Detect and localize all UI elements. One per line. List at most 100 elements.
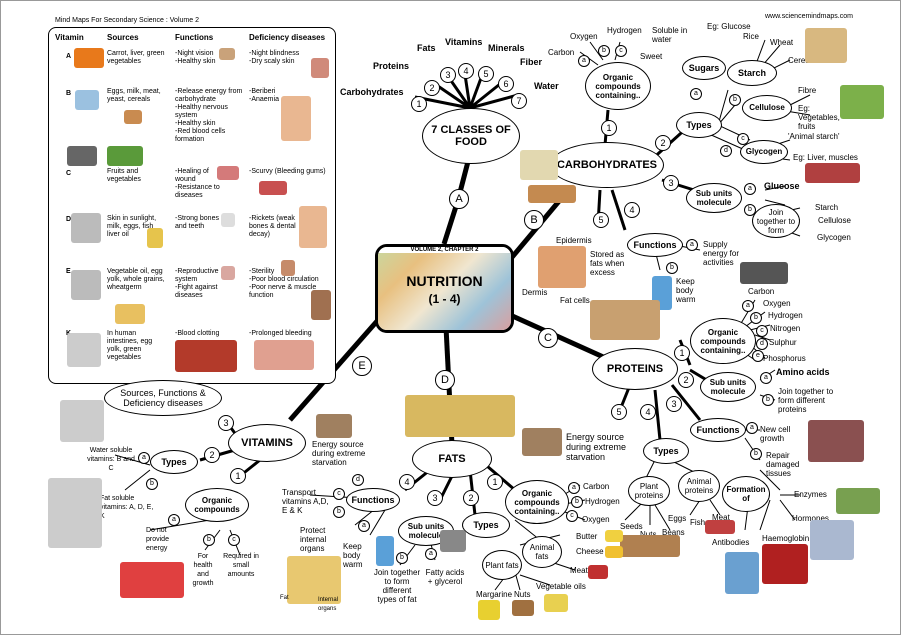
grains-image (520, 150, 558, 180)
table-header-functions: Functions (175, 33, 213, 42)
bleeding-hand-image (254, 340, 314, 370)
element-label: Oxygen (582, 515, 610, 524)
table-row-letter: C (66, 170, 71, 177)
number-circle: 4 (640, 404, 656, 420)
number-circle: 4 (399, 474, 415, 490)
foods-image (590, 300, 660, 340)
letter-circle: a (744, 183, 756, 195)
haemoglobin-image (762, 544, 808, 584)
starch-item: Rice (743, 32, 759, 41)
letter-circle: c (615, 45, 627, 57)
letter-circle: b (333, 506, 345, 518)
table-cell-deficiency: -Night blindness -Dry scaly skin (249, 50, 309, 66)
stored-fat-text: Stored as fats when excess (590, 250, 626, 277)
muscle-image (311, 290, 331, 320)
table-cell-source: Vegetable oil, egg yolk, whole grains, w… (107, 268, 165, 292)
molecule-image (75, 90, 99, 110)
function-item: New cell growth (760, 425, 798, 443)
fatty-acids-text: Fatty acids + glycerol (424, 568, 466, 586)
letter-circle: c (756, 325, 768, 337)
formation-item: Haemoglobin (762, 534, 809, 543)
glycogen-node: Glycogen (740, 140, 788, 164)
element-label: Nitrogen (770, 324, 800, 333)
wound-image (217, 166, 239, 180)
element-label: Carbon (748, 287, 774, 296)
molecule-image (71, 270, 101, 300)
proteins-types-node: Types (643, 438, 689, 464)
number-circle: 1 (487, 474, 503, 490)
fat-source: Cheese (576, 547, 604, 556)
meat-image (588, 565, 608, 579)
fat-source: Nuts (514, 590, 530, 599)
number-circle: 1 (230, 468, 246, 484)
cellulose-node: Cellulose (742, 95, 792, 121)
class-label: Fats (417, 44, 436, 53)
function-item: Repair damaged tissues (766, 451, 806, 478)
fats-functions-node: Functions (346, 488, 400, 512)
function-item: Keep body warm (676, 277, 706, 304)
number-circle: 2 (655, 135, 671, 151)
letter-circle: d (756, 338, 768, 350)
body-image (281, 96, 311, 141)
element-label: Oxygen (763, 299, 791, 308)
nutrition-center-box: VOLUME 2, CHAPTER 2 NUTRITION (1 - 4) (375, 244, 514, 333)
element-label: Oxygen (570, 32, 598, 41)
letter-circle: a (358, 520, 370, 532)
number-circle: 1 (411, 96, 427, 112)
function-item: Keep body warm (343, 542, 373, 569)
seven-classes-node: 7 CLASSES OF FOOD (422, 108, 520, 164)
glucose-label: Glucose (764, 182, 800, 191)
branch-letter-a: A (449, 189, 469, 209)
blood-clot-image (175, 340, 237, 372)
table-row-letter: B (66, 90, 71, 97)
formation-item: Enzymes (794, 490, 827, 499)
margarine-image (478, 600, 500, 620)
animal-proteins-node: Animal proteins (678, 470, 720, 502)
number-circle: 7 (511, 93, 527, 109)
letter-circle: a (568, 482, 580, 494)
starch-item: Wheat (770, 38, 793, 47)
number-circle: 1 (674, 345, 690, 361)
letter-circle: b (750, 448, 762, 460)
number-circle: 3 (663, 175, 679, 191)
class-label: Proteins (373, 62, 409, 71)
number-circle: 2 (424, 80, 440, 96)
number-circle: 2 (204, 447, 220, 463)
letter-circle: b (750, 312, 762, 324)
skin-label: Epidermis (556, 236, 592, 245)
header-title: Mind Maps For Secondary Science : Volume… (55, 17, 199, 24)
protein-source: Eggs (668, 514, 686, 523)
skin-cross-section-image (538, 246, 586, 288)
element-label: Sulphur (769, 338, 797, 347)
vitamin-property: Required in small amounts (222, 552, 260, 579)
number-circle: 5 (478, 66, 494, 82)
function-item: Protect internal organs (300, 526, 340, 553)
sugars-desc: Sweet (640, 52, 662, 61)
table-cell-deficiency: -Beriberi -Anaemia (249, 88, 285, 104)
glycogen-item: 'Animal starch' (788, 132, 840, 141)
enzyme-image (836, 488, 880, 514)
hormone-image (810, 520, 854, 560)
join-item: Glycogen (817, 233, 851, 242)
rickets-child-image (299, 206, 327, 248)
proteins-subunits-node: Sub units molecule (700, 372, 756, 402)
letter-circle: d (720, 145, 732, 157)
table-cell-source: Eggs, milk, meat, yeast, cereals (107, 88, 167, 104)
molecule-image (60, 400, 104, 442)
carbohydrates-node: CARBOHYDRATES (550, 142, 664, 188)
water-soluble-text: Water soluble vitamins: B and C (86, 446, 136, 473)
join-proteins-text: Join together to form different proteins (778, 387, 844, 414)
children-image (120, 562, 184, 598)
cheese-image (605, 546, 623, 558)
letter-circle: a (686, 239, 698, 251)
branch-letter-b: B (524, 210, 544, 230)
join-item: Cellulose (818, 216, 851, 225)
number-circle: 5 (611, 404, 627, 420)
fats-food-image (405, 395, 515, 437)
eye-image (219, 48, 235, 60)
fat-source: Vegetable oils (536, 582, 586, 591)
table-cell-source: Fruits and vegetables (107, 168, 167, 184)
table-cell-deficiency: -Rickets (weak bones & dental decay) (249, 215, 305, 239)
fats-node: FATS (412, 440, 492, 478)
gums-image (259, 181, 287, 195)
